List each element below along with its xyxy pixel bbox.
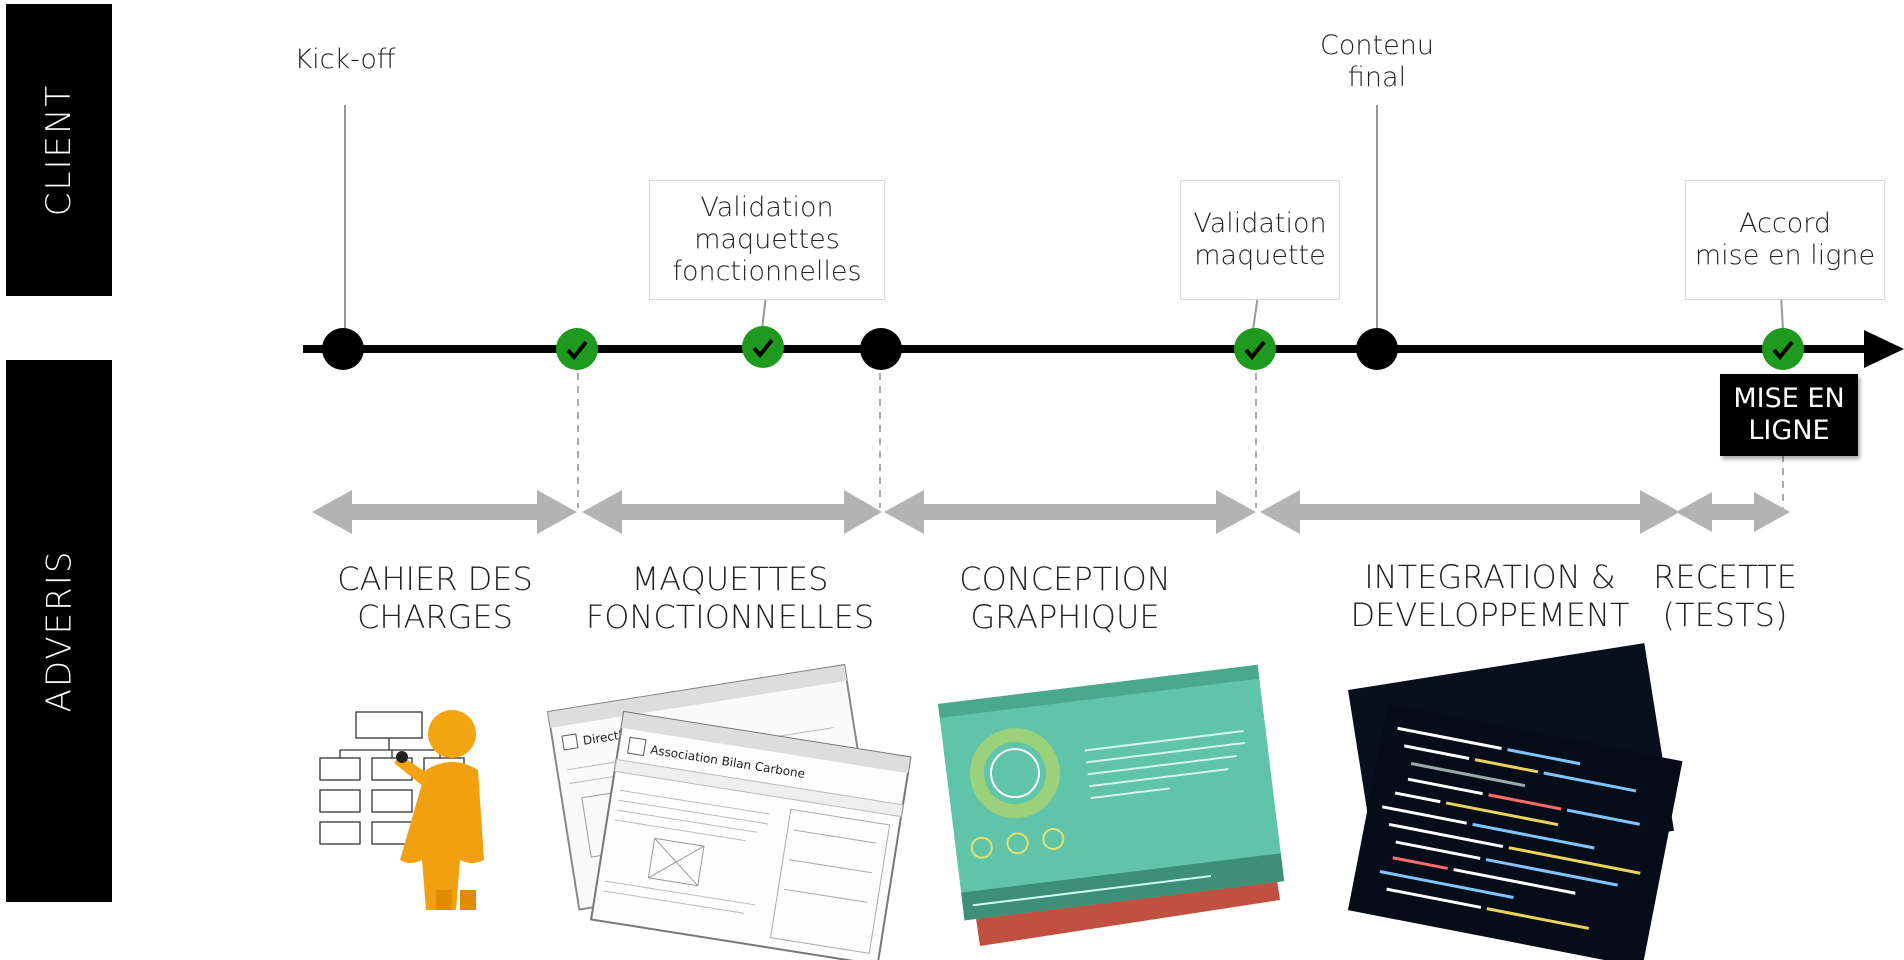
kickoff-label: Kick-off	[294, 44, 396, 75]
validation-mockup-label: Validation maquette	[1193, 208, 1327, 271]
phase-arrow-5	[1676, 492, 1790, 532]
phase-label-testing: RECETTE (TESTS)	[1653, 558, 1797, 634]
functional-connector	[761, 294, 767, 331]
node-kickoff	[322, 328, 364, 370]
phase-arrow-1	[312, 490, 577, 534]
validation-mockup-box: Validation maquette	[1180, 180, 1340, 300]
golive-agreement-connector	[1780, 294, 1784, 331]
content-final-label: Contenu final	[1320, 30, 1434, 93]
code-illustration	[1347, 643, 1683, 960]
check-2-icon	[742, 326, 784, 368]
check-4-icon	[1762, 328, 1804, 370]
go-live-agreement-label: Accord mise en ligne	[1694, 208, 1876, 271]
validation-functional-label: Validation maquettes fonctionnelles	[672, 192, 862, 287]
phase-arrow-3	[884, 490, 1256, 534]
phase-label-design: CONCEPTION GRAPHIQUE	[959, 560, 1171, 636]
node-phase-2-end	[860, 328, 902, 370]
go-live-agreement-box: Accord mise en ligne	[1685, 180, 1885, 300]
timeline-arrowhead	[1864, 330, 1904, 368]
agency-band: ADVERIS	[6, 360, 112, 902]
go-live-badge: MISE EN LIGNE	[1720, 374, 1858, 456]
phase-label-integration: INTEGRATION & DEVELOPPEMENT	[1350, 558, 1630, 634]
check-1-icon	[556, 328, 598, 370]
check-3-icon	[1234, 328, 1276, 370]
phase-label-specs: CAHIER DES CHARGES	[337, 560, 533, 636]
phase-arrow-4	[1260, 490, 1680, 534]
validation-functional-box: Validation maquettes fonctionnelles	[649, 180, 885, 300]
person-figure-icon	[394, 710, 484, 910]
phase-arrow-2	[582, 490, 882, 534]
node-content-final	[1356, 328, 1398, 370]
mockup-connector	[1252, 294, 1259, 331]
design-illustration	[937, 664, 1285, 946]
client-band: CLIENT	[6, 4, 112, 296]
phase-label-wireframes: MAQUETTES FONCTIONNELLES	[585, 560, 875, 636]
wireframe-illustration: DirectJazz Association Bilan Carbone	[546, 663, 912, 960]
